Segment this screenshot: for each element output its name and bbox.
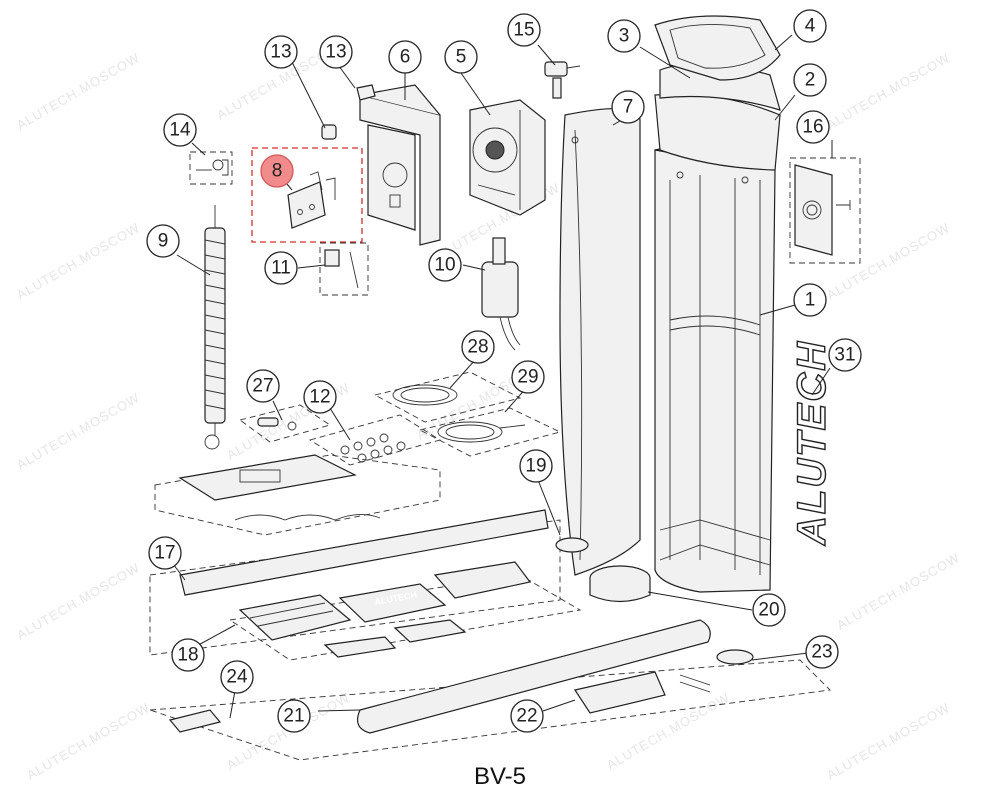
brand-decal-text: ALUTECH (790, 340, 834, 546)
watermark: ALUTECH.MOSCOW (824, 50, 952, 133)
callout-label: 14 (169, 120, 191, 141)
watermark: ALUTECH.MOSCOW (14, 50, 142, 133)
part-spring (204, 205, 226, 450)
watermark: ALUTECH.MOSCOW (24, 700, 152, 783)
callout-2: 2 (793, 63, 827, 97)
callout-7: 7 (611, 90, 645, 124)
part-tape-and-discs (555, 537, 754, 665)
callout-17: 17 (148, 536, 182, 570)
callout-label: 13 (270, 42, 291, 63)
callout-27: 27 (246, 369, 280, 403)
part-top-cap (654, 15, 781, 171)
callout-label: 4 (805, 16, 816, 37)
callout-label: 23 (811, 642, 832, 663)
callout-11: 11 (264, 251, 298, 285)
callout-16: 16 (796, 110, 830, 144)
part-fittings (321, 84, 376, 140)
callout-label: 11 (271, 258, 291, 279)
part-side-panel (559, 108, 641, 576)
watermark: ALUTECH.MOSCOW (14, 390, 142, 473)
watermark: ALUTECH.MOSCOW (834, 550, 962, 633)
callout-31: 31 (828, 338, 862, 372)
callout-18: 18 (171, 638, 205, 672)
callout-label: 12 (309, 387, 330, 408)
callout-label: 21 (283, 706, 304, 727)
part-base-rail (149, 509, 561, 656)
model-caption: BV-5 (474, 763, 526, 790)
watermark: ALUTECH.MOSCOW (824, 700, 952, 783)
callout-3: 3 (607, 19, 641, 53)
callout-21: 21 (277, 699, 311, 733)
callout-9: 9 (146, 224, 180, 258)
part-gearbox (469, 99, 546, 216)
part-key-lock (544, 61, 581, 99)
part-cables (373, 371, 562, 457)
part-tube-and-bracket (149, 619, 831, 761)
callout-label: 17 (154, 543, 175, 564)
part-housing-column (654, 146, 776, 593)
part-foundation-plate (154, 454, 441, 536)
callout-8: 8 (260, 154, 294, 188)
callout-label: 18 (177, 645, 198, 666)
part-side-plate (789, 157, 861, 264)
watermark: ALUTECH.MOSCOW (14, 220, 142, 303)
part-highlighted-bracket (251, 147, 363, 243)
callout-28: 28 (461, 330, 495, 364)
callout-label: 5 (456, 47, 467, 68)
part-motor (481, 237, 521, 351)
callout-label: 31 (834, 345, 855, 366)
callout-14: 14 (163, 113, 197, 147)
callout-label: 20 (758, 600, 779, 621)
leader-lines (164, 34, 833, 719)
callout-22: 22 (510, 699, 544, 733)
callout-label: 15 (513, 20, 534, 41)
callout-12: 12 (303, 380, 337, 414)
callout-label: 27 (252, 376, 273, 397)
callout-label: 29 (517, 367, 538, 388)
callout-20: 20 (752, 593, 786, 627)
callout-label: 7 (623, 97, 634, 118)
callout-4: 4 (793, 9, 827, 43)
callout-label: 2 (805, 70, 816, 91)
callout-label: 9 (158, 231, 169, 252)
callout-6: 6 (388, 40, 422, 74)
part-lower-covers: ALUTECH (228, 561, 582, 661)
callout-label: 19 (525, 456, 546, 477)
callout-13b: 13 (319, 35, 353, 69)
callout-label: 3 (619, 26, 630, 47)
callout-24: 24 (220, 660, 254, 694)
callout-label: 24 (226, 667, 248, 688)
callout-label: 28 (467, 337, 488, 358)
watermark: ALUTECH.MOSCOW (824, 220, 952, 303)
callout-5: 5 (444, 40, 478, 74)
callout-label: 1 (805, 290, 816, 311)
callout-19: 19 (519, 449, 553, 483)
watermark: ALUTECH.MOSCOW (14, 560, 142, 643)
callout-15: 15 (507, 13, 541, 47)
part-hardware-kit (319, 242, 369, 296)
part-mounting-bracket (359, 84, 441, 246)
part-brand-decal: ALUTECH (789, 339, 834, 546)
callout-label: 8 (272, 161, 283, 182)
callout-label: 16 (802, 117, 823, 138)
callout-13a: 13 (264, 35, 298, 69)
callout-label: 10 (434, 255, 455, 276)
callout-label: 6 (400, 47, 411, 68)
callout-23: 23 (805, 635, 839, 669)
callout-29: 29 (511, 360, 545, 394)
callout-10: 10 (428, 248, 462, 282)
callout-label: 13 (325, 42, 346, 63)
callout-1: 1 (793, 283, 827, 317)
callout-label: 22 (516, 706, 537, 727)
part-bolt-set (189, 151, 233, 185)
